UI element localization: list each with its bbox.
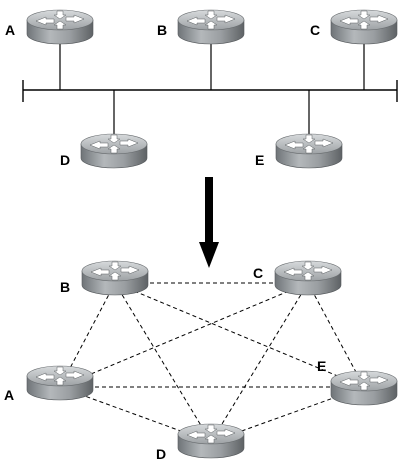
- router-icon: [26, 365, 94, 401]
- shared-bus-topology: A B C D E: [5, 9, 398, 169]
- router-icon: [80, 133, 148, 169]
- link-b-e: [114, 282, 365, 388]
- down-arrow-icon: [199, 177, 219, 268]
- label-router-a: A: [4, 387, 14, 403]
- label-router-e: E: [255, 152, 264, 168]
- router-icon: [81, 260, 149, 296]
- label-router-d: D: [156, 446, 166, 462]
- router-icon: [330, 370, 398, 406]
- router-icon: [274, 260, 342, 296]
- router-icon: [177, 423, 245, 459]
- label-router-b: B: [60, 279, 70, 295]
- router-icon: [177, 9, 245, 45]
- label-router-e: E: [317, 358, 326, 374]
- full-mesh-topology: B C A E D: [4, 260, 398, 462]
- label-router-c: C: [253, 265, 263, 281]
- label-router-b: B: [157, 22, 167, 38]
- link-b-d: [114, 282, 212, 443]
- router-icon: [330, 9, 398, 45]
- label-router-d: D: [60, 152, 70, 168]
- link-c-d: [210, 282, 309, 443]
- label-router-a: A: [5, 22, 15, 38]
- router-icon: [275, 133, 343, 169]
- link-c-a: [59, 282, 309, 388]
- link-c-e: [307, 282, 365, 388]
- router-icon: [26, 9, 94, 45]
- label-router-c: C: [310, 22, 320, 38]
